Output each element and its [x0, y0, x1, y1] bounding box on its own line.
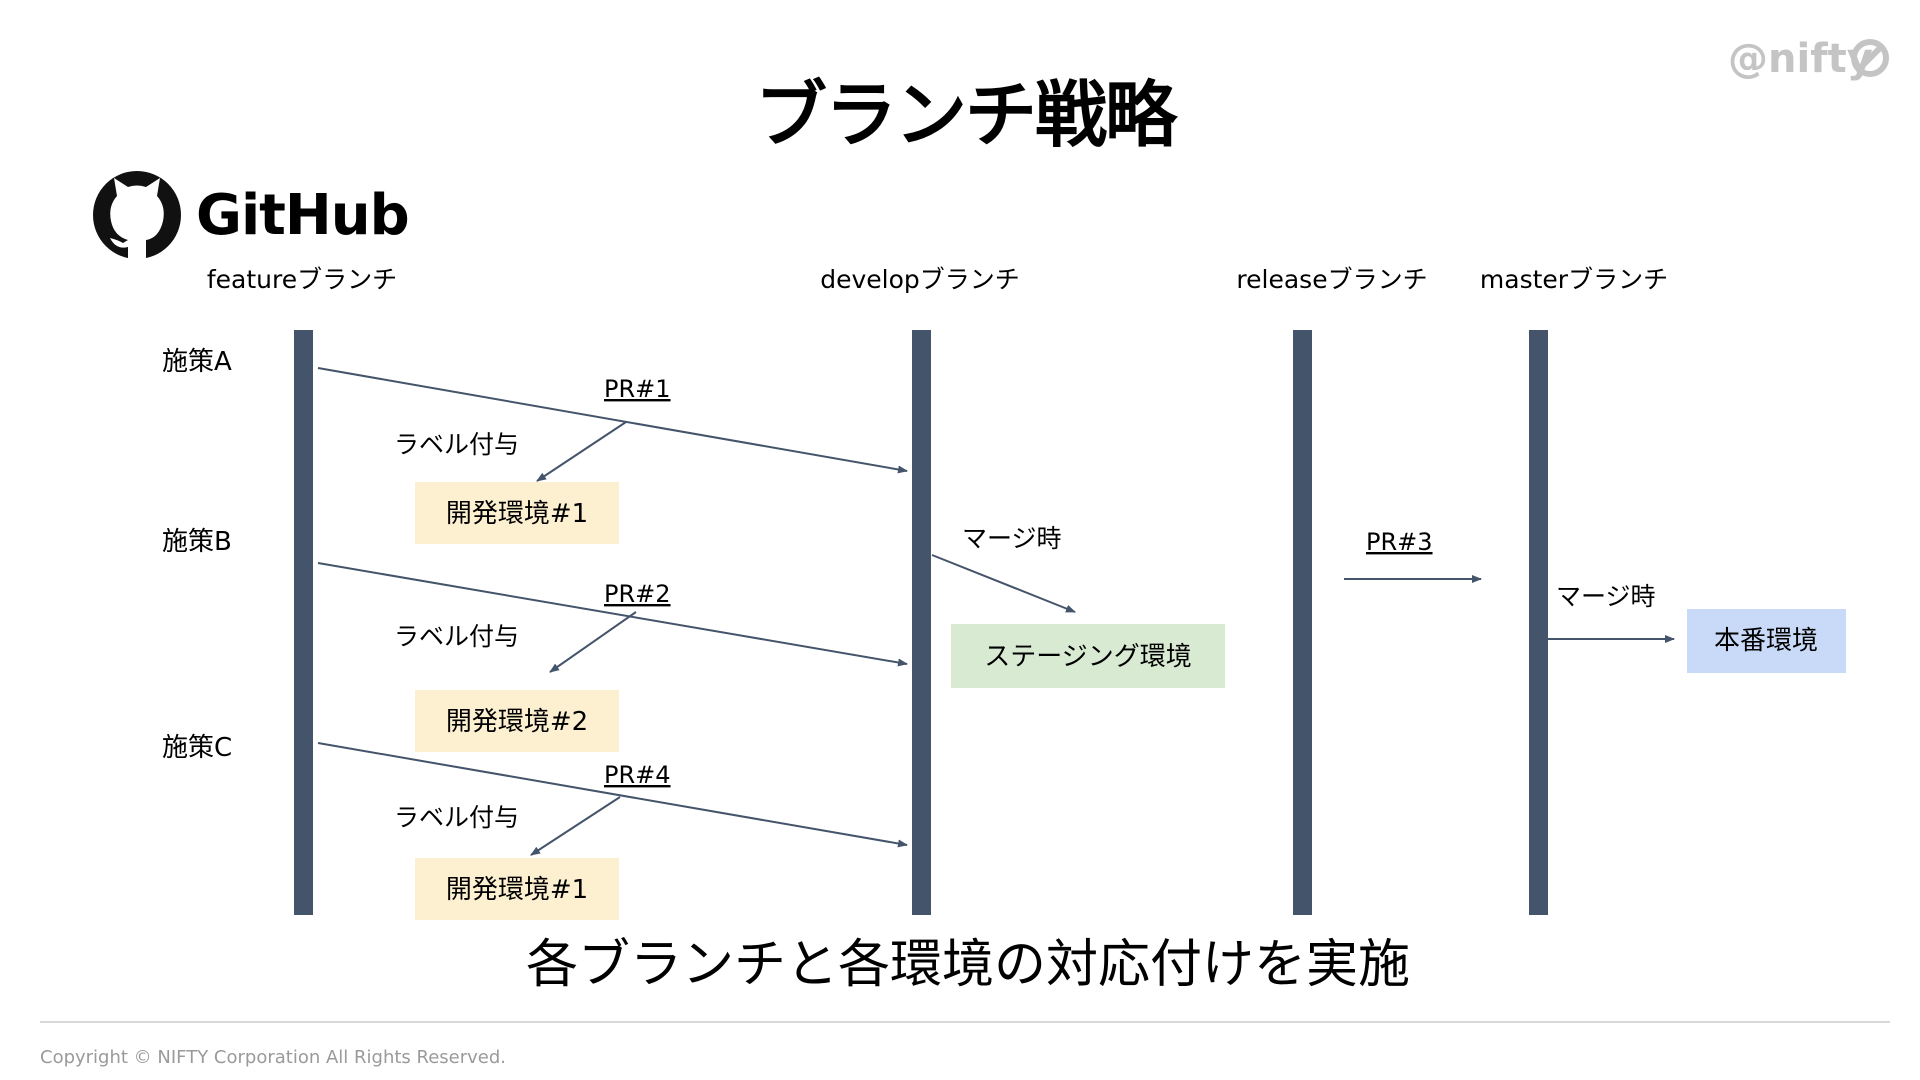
staging-arrow: [931, 554, 1076, 613]
branch-label-master: masterブランチ: [1480, 265, 1668, 294]
nifty-logo: @nifty: [1728, 36, 1889, 82]
pr2-label: PR#2: [604, 580, 671, 608]
pr2-arrow: [317, 562, 908, 667]
label-action-2: ラベル付与: [394, 622, 519, 651]
label-arrow-1: [536, 421, 627, 482]
dev-env-label-2: 開発環境#2: [446, 707, 588, 737]
page-title: ブランチ戦略: [755, 73, 1179, 157]
release-branch-line: [1293, 330, 1312, 915]
github-logo: GitHub: [93, 171, 410, 262]
dev-env-label-1: 開発環境#1: [446, 499, 588, 529]
measure-label-c: 施策C: [162, 733, 232, 763]
branch-label-develop: developブランチ: [820, 265, 1020, 294]
staging-env-label: ステージング環境: [984, 642, 1191, 672]
production-env-box: [1687, 609, 1846, 673]
label-arrow-2: [549, 611, 637, 673]
summary-subtitle: 各ブランチと各環境の対応付けを実施: [526, 935, 1410, 995]
feature-branch-line: [294, 330, 313, 915]
pr1-label: PR#1: [604, 375, 671, 403]
branch-label-feature: featureブランチ: [207, 265, 397, 294]
pr3-label: PR#3: [1366, 528, 1433, 556]
merge-time-label-master: マージ時: [1556, 582, 1656, 611]
dev-env-box-2: [415, 690, 619, 752]
measure-label-a: 施策A: [162, 347, 232, 377]
brand-text: @nifty: [1728, 36, 1873, 82]
label-arrow-3: [530, 796, 621, 856]
label-action-1: ラベル付与: [394, 430, 519, 459]
copyright-text: Copyright © NIFTY Corporation All Rights…: [40, 1047, 506, 1068]
production-env-label: 本番環境: [1714, 626, 1818, 656]
develop-branch-line: [912, 330, 931, 915]
dev-env-box-3: [415, 858, 619, 920]
github-octocat-icon: [93, 171, 181, 262]
label-action-3: ラベル付与: [394, 803, 519, 832]
pr4-arrow: [317, 742, 908, 848]
dev-env-box-1: [415, 482, 619, 544]
staging-env-box: [951, 624, 1225, 688]
dev-env-label-3: 開発環境#1: [446, 875, 588, 905]
github-text: GitHub: [196, 183, 409, 248]
branch-label-release: releaseブランチ: [1236, 265, 1427, 294]
pr4-label: PR#4: [604, 761, 671, 789]
pr1-arrow: [317, 367, 908, 474]
measure-label-b: 施策B: [162, 527, 232, 557]
nifty-mark-icon: [1851, 39, 1889, 77]
master-branch-line: [1529, 330, 1548, 915]
merge-time-label-develop: マージ時: [962, 524, 1062, 553]
